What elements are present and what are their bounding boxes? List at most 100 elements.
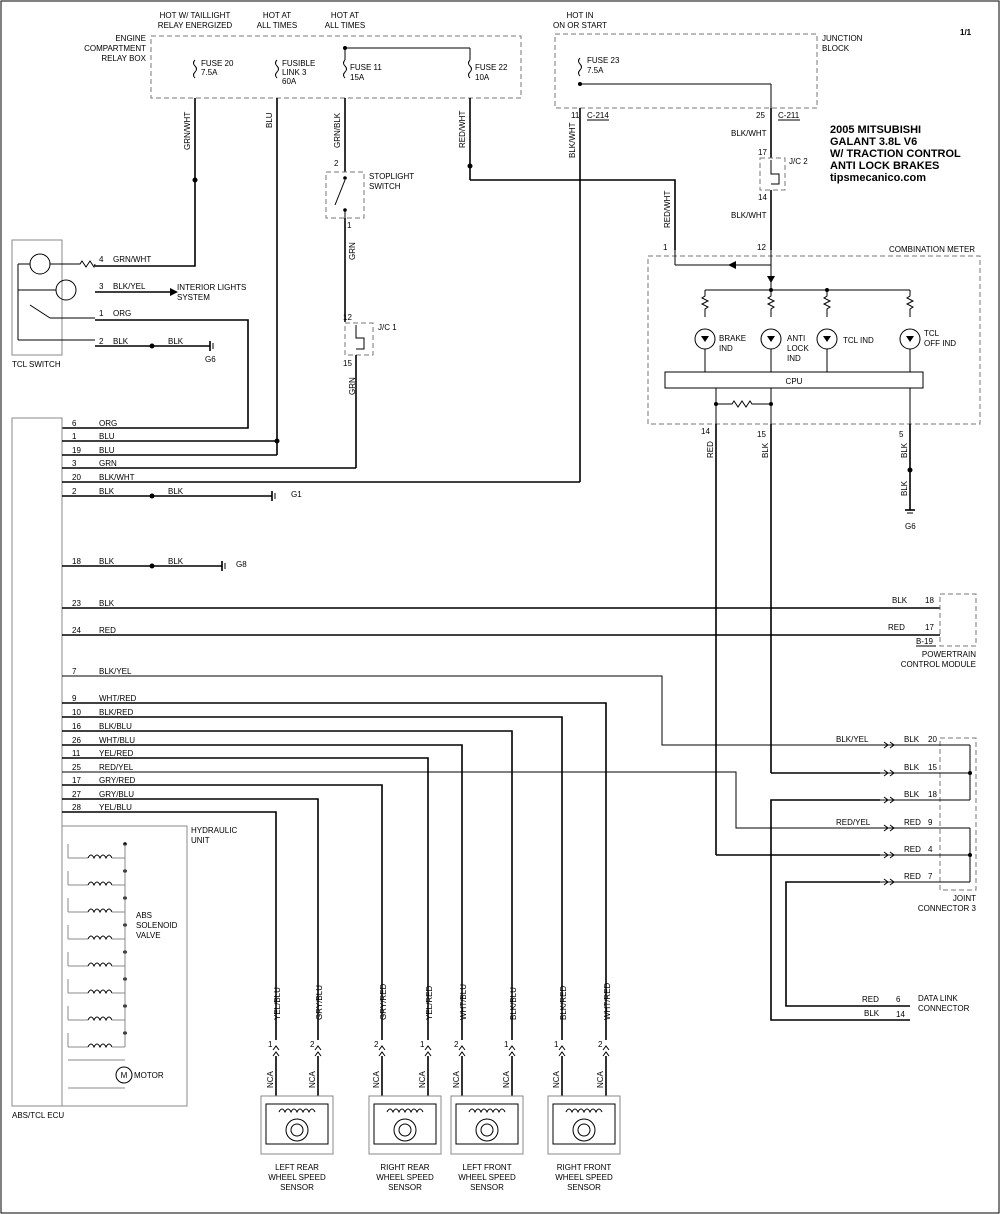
ecu-pin-wire: BLK (99, 599, 115, 608)
solenoid-coil-icon (87, 881, 113, 887)
sensor-pin-b: 2 (310, 1040, 315, 1049)
tcl-ind-label: TCL IND (843, 336, 874, 345)
ecu-pin: 11 (72, 749, 81, 758)
sensor-label-3: SENSOR (388, 1183, 422, 1192)
junction-block-label-2: BLOCK (822, 44, 850, 53)
cpu-block (664, 371, 924, 389)
connector-chevron-icon (883, 796, 895, 804)
joint-wire-right: BLK (904, 790, 920, 799)
sensor-label-2: WHEEL SPEED (458, 1173, 516, 1182)
joint-pin: 7 (928, 872, 933, 881)
sensor-pin-a: 2 (454, 1040, 459, 1049)
solenoid-coil-icon (87, 854, 113, 860)
fusible-link-label-2: LINK 3 (282, 68, 307, 77)
connector-chevron-icon (883, 878, 895, 886)
meter-pin-12: 12 (757, 243, 766, 252)
solenoid-coil-icon (87, 908, 113, 914)
joint-label: JOINT (953, 894, 976, 903)
fuse-20-label: FUSE 20 (201, 59, 234, 68)
wire-red-meter-label: RED (706, 441, 715, 458)
sensor-label: RIGHT REAR (380, 1163, 429, 1172)
sensor-wire-a: YEL/BLU (273, 987, 282, 1020)
c214-label: C-214 (587, 111, 609, 120)
ecu-pin: 16 (72, 722, 81, 731)
wire-grn-label-1: GRN (348, 242, 357, 260)
tone-ring-icon (572, 1118, 596, 1142)
nca-label: NCA (266, 1070, 275, 1088)
title-block: 2005 MITSUBISHI GALANT 3.8L V6 W/ TRACTI… (830, 124, 961, 184)
tcl-wire-1: ORG (113, 309, 131, 318)
motor-m: M (121, 1071, 128, 1080)
ecu-pin: 26 (72, 736, 81, 745)
wire-grn-label-2: GRN (348, 377, 357, 395)
fuse-23-symbol (578, 57, 582, 77)
ecu-pin-wire-2: BLK (168, 487, 184, 496)
jc1-label: J/C 1 (378, 323, 397, 332)
stoplight-pin-2: 2 (334, 159, 339, 168)
title-line-5: tipsmecanico.com (830, 172, 926, 184)
meter-pin-15: 15 (757, 430, 766, 439)
title-line-3: W/ TRACTION CONTROL (830, 148, 961, 160)
connector-chevron-icon (378, 1045, 386, 1057)
ecu-label: ABS/TCL ECU (12, 1111, 64, 1120)
tcl-off-label: TCL (924, 329, 940, 338)
ecu-pin: 19 (72, 446, 81, 455)
title-line-1: 2005 MITSUBISHI (830, 124, 921, 136)
connector-chevron-icon (883, 851, 895, 859)
wire-blu-label: BLU (265, 112, 274, 128)
solenoid-coil-icon (87, 1043, 113, 1049)
powertrain-control-module: BLK 18 RED 17 B-19 POWERTRAIN CONTROL MO… (888, 593, 977, 669)
fuse-11-symbol (343, 59, 347, 79)
joint-wire-left: BLK/YEL (836, 735, 869, 744)
fuse-23-label: FUSE 23 (587, 56, 620, 65)
solenoid-coil-icon (87, 989, 113, 995)
anti-lock-label-2: LOCK (787, 344, 809, 353)
combination-meter-label: COMBINATION METER (889, 245, 975, 254)
joint-wire-right: RED (904, 845, 921, 854)
tcl-switch-label: TCL SWITCH (12, 360, 61, 369)
sensor-wire-a: GRY/RED (379, 983, 388, 1020)
ecu-pin-wire: YEL/RED (99, 749, 133, 758)
sensor-pin-b: 1 (504, 1040, 509, 1049)
meter-pin-14: 14 (701, 427, 710, 436)
tcl-wire-2: BLK (113, 337, 129, 346)
ecu-pin: 25 (72, 763, 81, 772)
sensor-label-3: SENSOR (280, 1183, 314, 1192)
ecu-pin: 17 (72, 776, 81, 785)
jc1-connector: 12 J/C 1 15 GRN (343, 313, 397, 468)
ecu-pin-wire: GRY/BLU (99, 790, 134, 799)
dlc-label-2: CONNECTOR (918, 1004, 970, 1013)
sensor-wire-a: BLK/RED (559, 986, 568, 1020)
sensor-coil-icon (278, 1108, 316, 1114)
hot-taillight-label-2: RELAY ENERGIZED (158, 21, 233, 30)
connector-chevron-icon (883, 769, 895, 777)
meter-pin-5: 5 (899, 430, 904, 439)
c214-pin-11: 11 (571, 111, 580, 120)
tcl-switch: TCL SWITCH 4 GRN/WHT 3 BLK/YEL 1 ORG 2 B… (11, 239, 249, 429)
wire-grn-wht-label: GRN/WHT (183, 112, 192, 150)
fuse-22-symbol (468, 59, 472, 79)
wire-red-wht-label: RED/WHT (458, 111, 467, 148)
joint-pin: 15 (928, 763, 937, 772)
relay-box-label-2: COMPARTMENT (84, 44, 146, 53)
sensor-label: LEFT REAR (275, 1163, 319, 1172)
joint-pin: 4 (928, 845, 933, 854)
tcl-pin-4: 4 (99, 255, 104, 264)
solenoid-coil-icon (87, 962, 113, 968)
fusible-link-symbol (275, 59, 279, 79)
ecu-pin-wire: GRY/RED (99, 776, 136, 785)
sensor-label: LEFT FRONT (462, 1163, 511, 1172)
joint-wire-left: RED/YEL (836, 818, 871, 827)
nca-label: NCA (372, 1070, 381, 1088)
pcm-label: POWERTRAIN (922, 650, 976, 659)
ecu-pin-wire: RED/YEL (99, 763, 134, 772)
hydraulic-unit: HYDRAULIC UNIT ABS SOLENOID VALVE M MOTO… (61, 825, 237, 1107)
dlc-wire-14: BLK (864, 1009, 880, 1018)
ecu-pin: 28 (72, 803, 81, 812)
sensor-label-2: WHEEL SPEED (268, 1173, 326, 1182)
pcm-label-2: CONTROL MODULE (901, 660, 976, 669)
ecu-pin-wire: BLU (99, 432, 115, 441)
fuse-20-symbol (193, 59, 197, 79)
